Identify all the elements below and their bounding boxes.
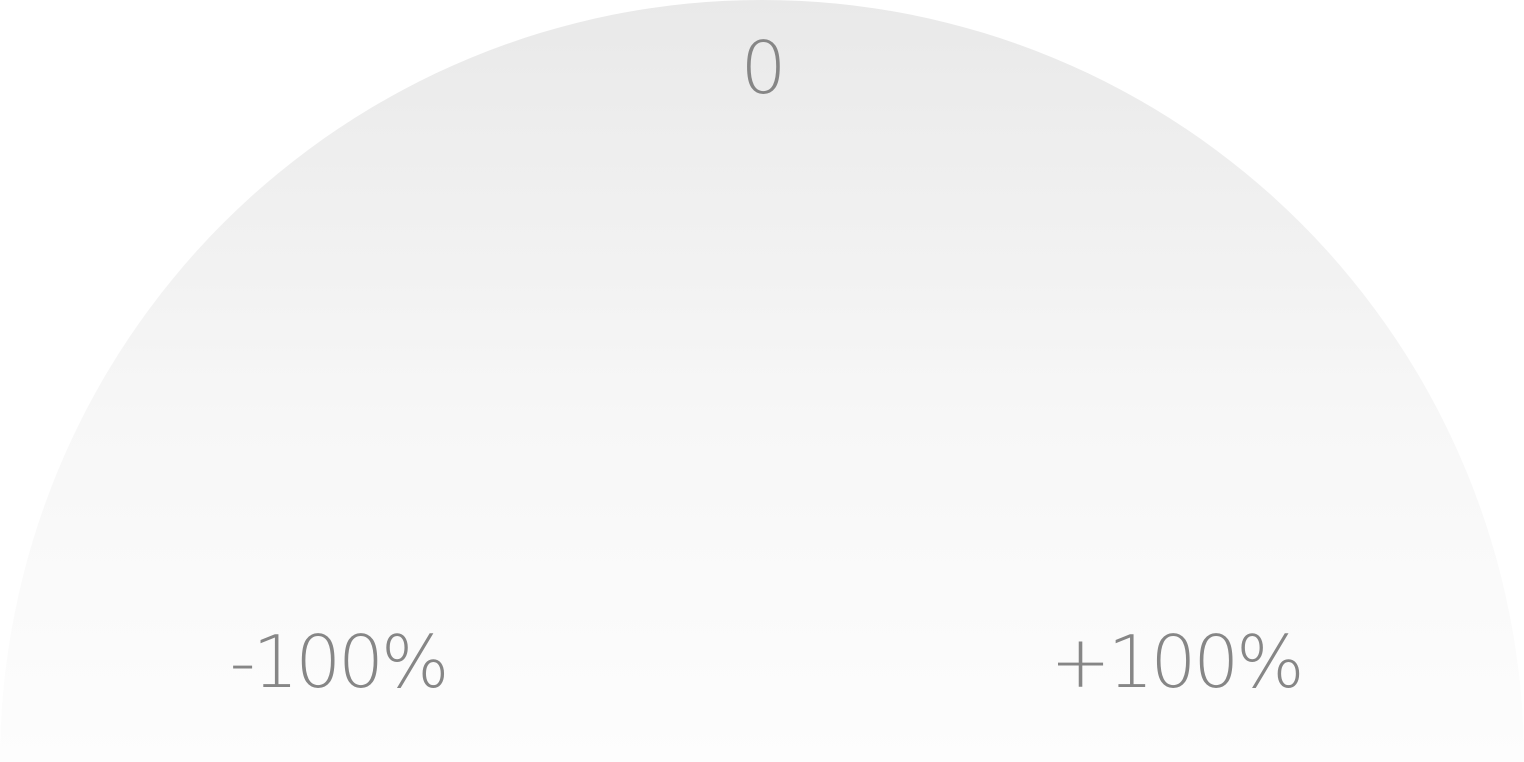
gauge-center-label: 0 — [740, 26, 787, 110]
gauge-min-label: -100% — [229, 620, 450, 704]
gauge-max-label: +100% — [1050, 620, 1304, 704]
